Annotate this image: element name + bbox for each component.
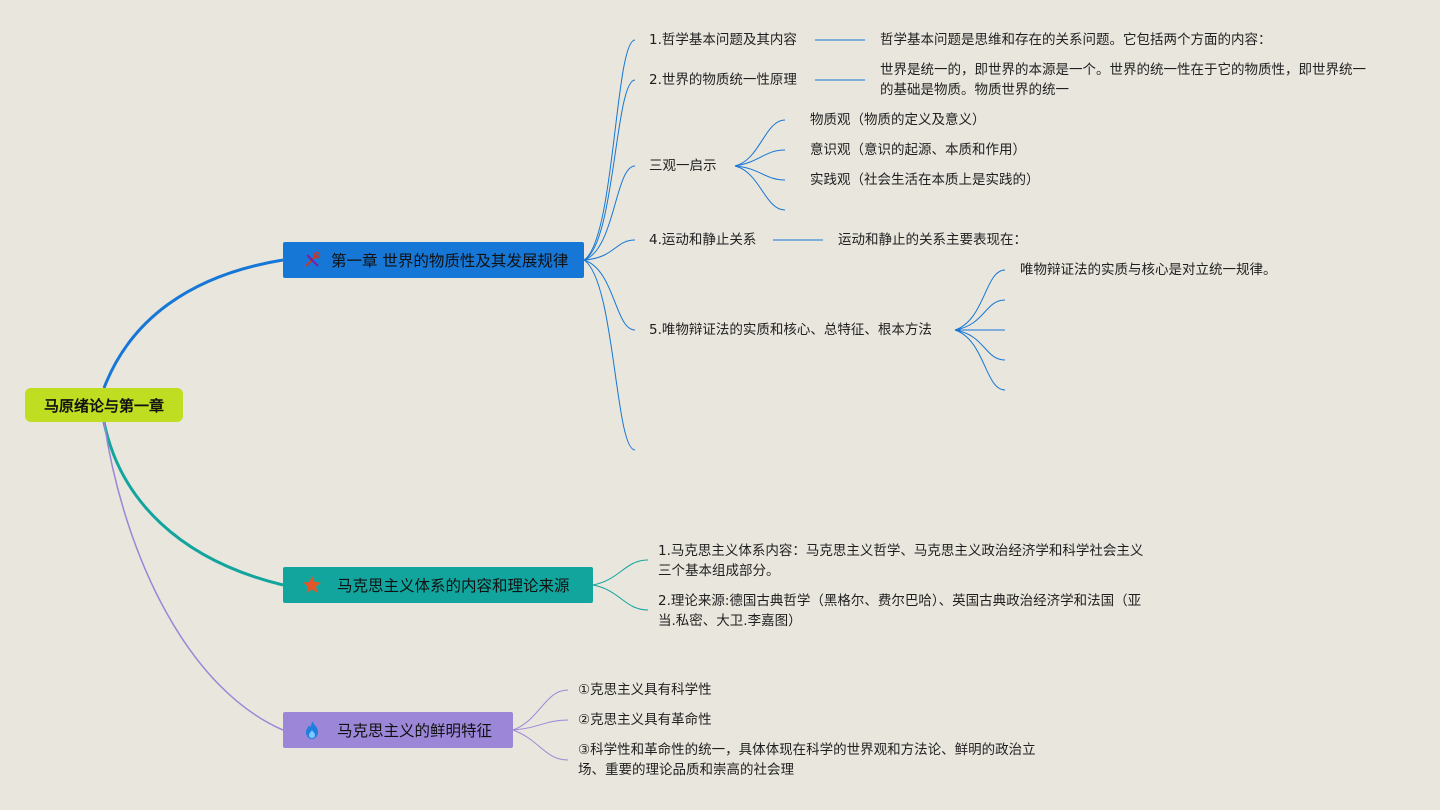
topic1-connectors [583, 39, 1006, 451]
chapter1-item-1-note: 哲学基本问题是思维和存在的关系问题。它包括两个方面的内容： [880, 32, 1272, 48]
chapter1-item-2[interactable]: 2.世界的物质统一性原理 [649, 72, 797, 88]
chapter1-item-5[interactable]: 5.唯物辩证法的实质和核心、总特征、根本方法 [649, 322, 932, 338]
topic3-label: 马克思主义的鲜明特征 [337, 722, 493, 740]
chapter1-item-2-note: 世界是统一的，即世界的本源是一个。世界的统一性在于它的物质性，即世界统一的基础是… [880, 62, 1366, 98]
topic-node-marxism-system[interactable]: 马克思主义体系的内容和理论来源 [283, 567, 593, 603]
chapter1-item-1[interactable]: 1.哲学基本问题及其内容 [649, 32, 797, 48]
marxism-features-item-3[interactable]: ③科学性和革命性的统一，具体体现在科学的世界观和方法论、鲜明的政治立场、重要的理… [578, 742, 1036, 778]
topic2-connectors [592, 559, 649, 611]
topic2-label: 马克思主义体系的内容和理论来源 [337, 577, 570, 595]
fire-icon [301, 719, 323, 741]
chapter1-item-4[interactable]: 4.运动和静止关系 [649, 232, 757, 248]
root-label: 马原绪论与第一章 [43, 396, 164, 415]
topic-node-chapter1[interactable]: 第一章 世界的物质性及其发展规律 [283, 242, 584, 278]
marxism-system-item-2[interactable]: 2.理论来源:德国古典哲学（黑格尔、费尔巴哈）、英国古典政治经济学和法国（亚当.… [658, 593, 1142, 629]
topic-node-marxism-features[interactable]: 马克思主义的鲜明特征 [283, 712, 513, 748]
star-icon [301, 574, 323, 596]
branch-root-topic2 [102, 421, 284, 587]
marxism-system-item-1[interactable]: 1.马克思主义体系内容：马克思主义哲学、马克思主义政治经济学和科学社会主义三个基… [658, 543, 1144, 579]
branch-root-topic1 [102, 258, 284, 389]
chapter1-item-3-child-3[interactable]: 实践观（社会生活在本质上是实践的） [810, 172, 1040, 188]
topic3-connectors [512, 689, 569, 761]
chapter1-item-3-child-2[interactable]: 意识观（意识的起源、本质和作用） [810, 142, 1026, 158]
marxism-features-item-1[interactable]: ①克思主义具有科学性 [578, 682, 712, 698]
branch-root-topic3 [103, 421, 284, 731]
marxism-features-item-2[interactable]: ②克思主义具有革命性 [578, 712, 712, 728]
chapter1-item-3-child-1[interactable]: 物质观（物质的定义及意义） [810, 112, 986, 128]
chapter1-item-5-child-1[interactable]: 唯物辩证法的实质与核心是对立统一规律。 [1020, 262, 1277, 278]
topic1-label: 第一章 世界的物质性及其发展规律 [331, 252, 569, 270]
chapter1-item-4-note: 运动和静止的关系主要表现在： [838, 232, 1027, 248]
chapter1-item-3[interactable]: 三观一启示 [649, 158, 717, 174]
tools-icon [301, 249, 323, 271]
root-node[interactable]: 马原绪论与第一章 [25, 388, 183, 422]
